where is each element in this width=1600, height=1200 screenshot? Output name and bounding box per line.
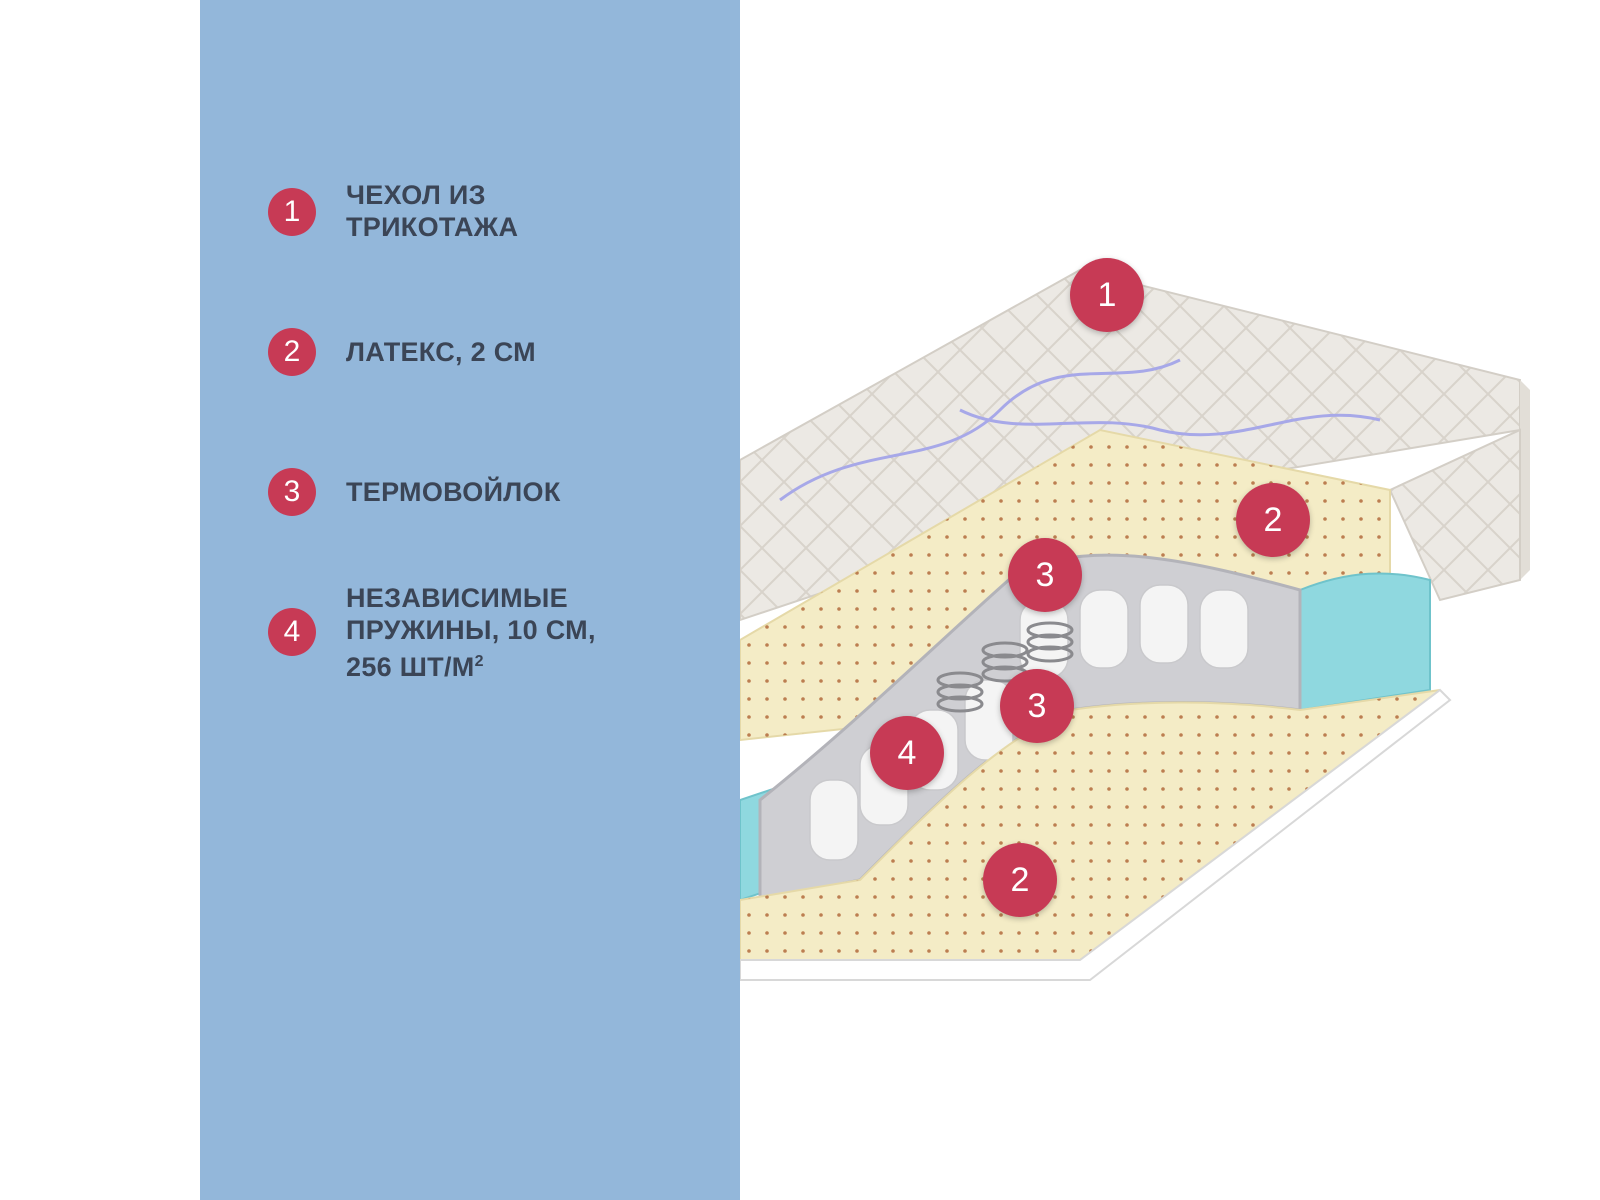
legend-badge: 2 — [268, 328, 316, 376]
legend-label-line: ЛАТЕКС, 2 СМ — [346, 337, 536, 367]
foam-block — [1299, 572, 1431, 712]
marker-springs: 4 — [870, 716, 944, 790]
legend-panel: 1 ЧЕХОЛ ИЗ ТРИКОТАЖА 2 ЛАТЕКС, 2 СМ 3 ТЕ… — [200, 0, 740, 1200]
mattress-illustration: 1 2 3 3 4 2 — [739, 240, 1600, 1040]
legend-label-superscript: 2 — [474, 653, 484, 670]
marker-cover: 1 — [1070, 258, 1144, 332]
legend-label-line: ПРУЖИНЫ, 10 СМ, — [346, 615, 596, 645]
legend-badge: 3 — [268, 468, 316, 516]
mattress-cutaway-image — [739, 268, 1530, 981]
marker-latex-top: 2 — [1236, 483, 1310, 557]
marker-felt-top: 3 — [1008, 538, 1082, 612]
legend-label-text: 256 ШТ/М — [346, 652, 475, 682]
legend-label-line: ТРИКОТАЖА — [346, 212, 519, 242]
legend-label: ТЕРМОВОЙЛОК — [346, 476, 646, 508]
legend-label: НЕЗАВИСИМЫЕ ПРУЖИНЫ, 10 СМ, 256 ШТ/М2 — [346, 582, 646, 683]
legend-label: ЧЕХОЛ ИЗ ТРИКОТАЖА — [346, 179, 646, 243]
legend-label-line: ЧЕХОЛ ИЗ — [346, 180, 486, 210]
marker-felt-bottom: 3 — [1000, 669, 1074, 743]
legend-label-line: НЕЗАВИСИМЫЕ — [346, 583, 568, 613]
legend-label-line: 256 ШТ/М2 — [346, 646, 646, 683]
legend-badge: 4 — [268, 608, 316, 656]
legend-badge: 1 — [268, 188, 316, 236]
legend-label-line: ТЕРМОВОЙЛОК — [346, 477, 561, 507]
legend-label: ЛАТЕКС, 2 СМ — [346, 336, 646, 368]
marker-latex-bottom: 2 — [983, 843, 1057, 917]
